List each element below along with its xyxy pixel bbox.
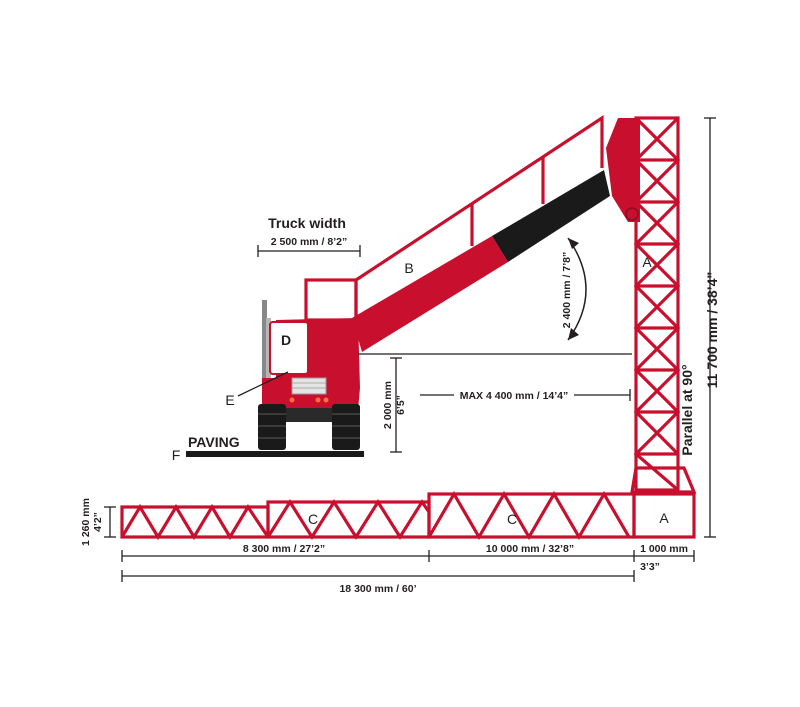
platform-height-ft: 4’2” <box>92 512 104 532</box>
truck <box>258 278 360 450</box>
vertical-tower-truss <box>606 116 697 494</box>
length-total: 18 300 mm / 60’ <box>339 583 416 595</box>
boom-swing-label: 2 400 mm / 7’8” <box>561 252 573 328</box>
part-label-a-base: A <box>659 510 669 526</box>
length-section-2: 10 000 mm / 32’8” <box>486 543 574 555</box>
parallel-label: Parallel at 90° <box>679 364 695 455</box>
paving-surface <box>186 451 364 457</box>
truck-width-value: 2 500 mm / 8’2” <box>271 236 347 248</box>
paving-label: PAVING <box>188 434 240 450</box>
length-section-3-mm: 1 000 mm <box>640 543 688 555</box>
total-height-label: 11 700 mm / 38’4” <box>704 272 720 389</box>
boom-red-section <box>352 236 508 352</box>
boom-pivot-head <box>606 118 640 222</box>
part-label-a-tower: A <box>642 254 652 270</box>
length-section-3-ft: 3’3” <box>640 561 660 573</box>
length-section-1: 8 300 mm / 27’2” <box>243 543 325 555</box>
part-label-e: E <box>225 392 234 408</box>
part-label-c-1: C <box>308 511 318 527</box>
truck-tire-left <box>258 404 286 450</box>
max-reach-label: MAX 4 400 mm / 14’4” <box>460 390 569 402</box>
truck-width-title: Truck width <box>268 215 346 231</box>
boom-black-section <box>492 170 610 262</box>
part-label-d: D <box>281 332 291 348</box>
height-under-mm: 2 000 mm <box>382 381 394 429</box>
dimension-lines <box>104 117 716 582</box>
platform-height-mm: 1 260 mm <box>80 498 92 546</box>
boom-assembly <box>352 115 610 352</box>
horizontal-platform-truss <box>120 490 696 541</box>
part-label-f: F <box>172 447 181 463</box>
truck-cab-window <box>269 321 309 375</box>
part-label-c-2: C <box>507 511 517 527</box>
part-label-b: B <box>404 260 413 276</box>
truck-tire-right <box>332 404 360 450</box>
height-under-ft: 6’5” <box>395 395 407 415</box>
